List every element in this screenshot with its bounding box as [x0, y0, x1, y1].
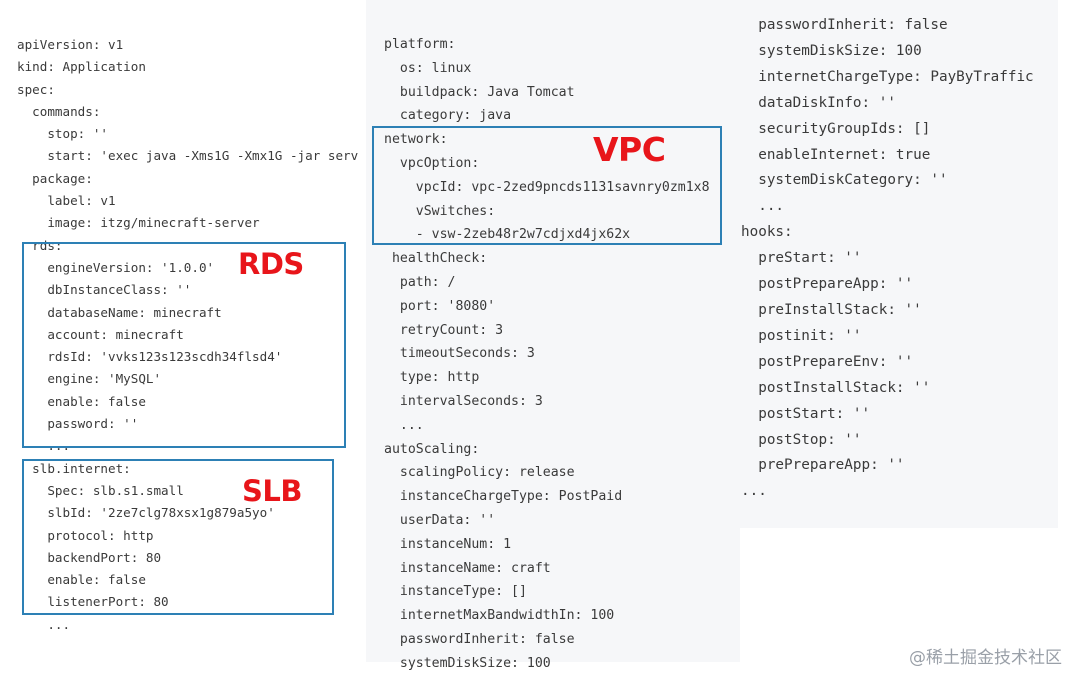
code-line: preStart: '' — [741, 250, 862, 267]
code-line: postStop: '' — [741, 431, 862, 448]
yaml-code-left: apiVersion: v1 kind: Application spec: com… — [0, 0, 358, 636]
slb-label: SLB — [242, 474, 302, 508]
code-line: enable: false — [17, 572, 146, 588]
code-line: ... — [741, 483, 767, 500]
code-line: timeoutSeconds: 3 — [384, 346, 535, 362]
code-line: vSwitches: — [384, 203, 496, 219]
code-line: password: '' — [17, 416, 139, 432]
yaml-code-middle: platform: os: linux buildpack: Java Tomc… — [366, 0, 710, 676]
code-line: systemDiskCategory: '' — [741, 172, 948, 189]
code-line: vpcOption: — [384, 155, 480, 171]
code-line: Spec: slb.s1.small — [17, 482, 184, 498]
rds-highlight-box — [22, 242, 346, 448]
code-line: postPrepareEnv: '' — [741, 353, 914, 370]
yaml-panel-left: apiVersion: v1 kind: Application spec: com… — [0, 0, 366, 686]
code-line: account: minecraft — [17, 326, 184, 342]
code-line: platform: — [384, 37, 456, 52]
code-line: hooks: — [741, 224, 793, 241]
code-line: engine: 'MySQL' — [17, 371, 162, 387]
code-line: enableInternet: true — [741, 146, 931, 163]
code-line: slbId: '2ze7clg78xsx1g879a5yo' — [17, 505, 275, 521]
code-line: start: 'exec java -Xms1G -Xmx1G -jar ser… — [17, 148, 359, 164]
vpc-highlight-box — [372, 126, 722, 245]
code-line: securityGroupIds: [] — [741, 120, 931, 137]
code-line: os: linux — [384, 60, 472, 76]
code-line: commands: — [17, 103, 101, 119]
code-line: image: itzg/minecraft-server — [17, 215, 260, 231]
code-line: postInstallStack: '' — [741, 379, 931, 396]
code-line: package: — [17, 170, 93, 186]
code-line: protocol: http — [17, 527, 154, 543]
code-line: ... — [741, 198, 785, 215]
code-line: internetMaxBandwidthIn: 100 — [384, 608, 615, 624]
code-line: instanceName: craft — [384, 560, 551, 576]
code-line: instanceChargeType: PostPaid — [384, 489, 623, 505]
code-line: userData: '' — [384, 512, 496, 528]
code-line: ... — [384, 417, 424, 433]
code-line: healthCheck: — [384, 251, 488, 267]
code-line: databaseName: minecraft — [17, 304, 222, 320]
code-line: postinit: '' — [741, 327, 862, 344]
code-line: - vsw-2zeb48r2w7cdjxd4jx62x — [384, 227, 631, 243]
slb-highlight-box — [22, 459, 334, 615]
code-line: kind: Application — [17, 59, 146, 75]
code-line: enable: false — [17, 393, 146, 409]
watermark-text: @稀土掘金技术社区 — [909, 648, 1062, 668]
code-line: prePrepareApp: '' — [741, 457, 905, 474]
code-line: ... — [17, 616, 71, 632]
yaml-panel-middle: platform: os: linux buildpack: Java Tomc… — [366, 0, 740, 671]
code-line: type: http — [384, 370, 480, 386]
code-line: passwordInherit: false — [384, 631, 575, 647]
code-line: ... — [17, 438, 71, 454]
code-line: autoScaling: — [384, 441, 480, 457]
code-line: listenerPort: 80 — [17, 594, 169, 610]
code-line: rdsId: 'vvks123s123scdh34flsd4' — [17, 349, 283, 365]
code-line: network: — [384, 132, 448, 148]
code-line: systemDiskSize: 100 — [741, 42, 922, 59]
code-line: rds: — [17, 237, 63, 253]
code-line: stop: '' — [17, 126, 108, 142]
code-line: scalingPolicy: release — [384, 465, 575, 481]
code-line: instanceType: [] — [384, 584, 527, 600]
code-line: systemDiskSize: 100 — [384, 655, 551, 671]
code-line: passwordInherit: false — [741, 17, 948, 33]
code-line: postPrepareApp: '' — [741, 276, 914, 293]
code-line: apiVersion: v1 — [17, 37, 124, 52]
code-line: preInstallStack: '' — [741, 301, 922, 318]
code-line: backendPort: 80 — [17, 549, 162, 565]
code-line: dbInstanceClass: '' — [17, 282, 192, 298]
vpc-label: VPC — [593, 130, 666, 169]
code-line: intervalSeconds: 3 — [384, 393, 543, 409]
code-line: postStart: '' — [741, 405, 871, 422]
code-line: spec: — [17, 81, 55, 97]
code-line: path: / — [384, 274, 456, 290]
code-line: buildpack: Java Tomcat — [384, 84, 575, 100]
rds-label: RDS — [238, 247, 304, 281]
code-line: dataDiskInfo: '' — [741, 94, 896, 111]
code-line: category: java — [384, 108, 512, 124]
code-line: instanceNum: 1 — [384, 536, 512, 552]
code-line: vpcId: vpc-2zed9pncds1131savnry0zm1x8 — [384, 179, 710, 195]
code-line: internetChargeType: PayByTraffic — [741, 68, 1034, 85]
code-line: port: '8080' — [384, 298, 496, 314]
yaml-code-right: passwordInherit: false systemDiskSize: 1… — [740, 0, 1034, 505]
code-line: label: v1 — [17, 193, 116, 209]
code-line: retryCount: 3 — [384, 322, 504, 338]
yaml-panel-right: passwordInherit: false systemDiskSize: 1… — [740, 0, 1058, 528]
code-line: slb.internet: — [17, 460, 131, 476]
code-line: engineVersion: '1.0.0' — [17, 259, 215, 275]
